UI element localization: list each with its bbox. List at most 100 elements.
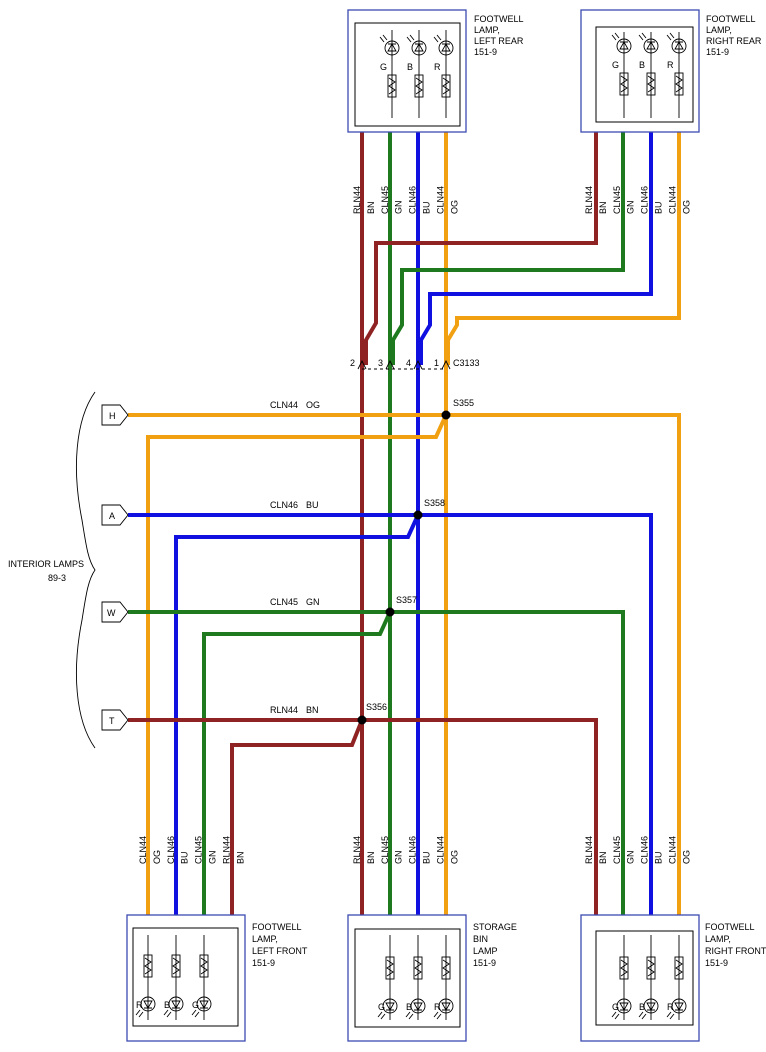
- lamp-storage-bin-name-3: LAMP: [473, 946, 498, 956]
- wire-label-top_right-7: OG: [681, 200, 691, 214]
- lamp-left-front-0-led-icon: [140, 996, 156, 1012]
- connector-pin-2-label: 2: [350, 358, 355, 368]
- lamp-left-front-2-diode-icon: [199, 1000, 209, 1009]
- wire-label-bottom_left-2: CLN46: [166, 836, 176, 864]
- lamp-storage-bin-ref: 151-9: [473, 958, 496, 968]
- bus-og-color: OG: [306, 400, 320, 410]
- lamp-left-rear-1-diode-icon: [414, 43, 424, 52]
- lamp-right-front-ref: 151-9: [705, 958, 728, 968]
- wire-label-bottom_mid-0: RLN44: [352, 836, 362, 864]
- bus-bu-color: BU: [306, 500, 319, 510]
- lamp-storage-bin-name-1: STORAGE: [473, 922, 517, 932]
- wire-label-bottom_mid-3: GN: [394, 851, 404, 865]
- lamp-storage-bin-0-light-arrows-icon: [377, 1011, 386, 1020]
- wire-label-top_left-6: CLN44: [435, 186, 445, 214]
- lamp-left-rear-2-resistor-zigzag-icon: [442, 77, 450, 95]
- lamp-left-rear-inner: [354, 22, 461, 127]
- wire-gn-right-rear: [391, 132, 625, 365]
- lamp-left-front-1-led-icon: [168, 996, 184, 1012]
- connector-pin-1-label: 1: [434, 358, 439, 368]
- connector-pin-4: [413, 359, 423, 370]
- lamp-left-front-name-3: LEFT FRONT: [252, 946, 308, 956]
- lamp-left-rear-2-diode-icon: [441, 43, 451, 52]
- lamp-storage-bin-0-led-icon: [382, 998, 398, 1014]
- lamp-left-rear-0-pin-label: G: [380, 62, 387, 72]
- interior-pin-t: T: [101, 709, 129, 731]
- wire-label-bottom_right-3: GN: [626, 851, 636, 865]
- wire-label-bottom_right-2: CLN45: [612, 836, 622, 864]
- wire-label-top_left-5: BU: [422, 201, 432, 214]
- wire-label-top_left-3: GN: [394, 201, 404, 215]
- splice-s358-dot: [413, 510, 423, 520]
- lamp-right-front-2-resistor-icon: [674, 956, 684, 980]
- lamp-right-front-2-led-icon: [671, 998, 687, 1014]
- lamp-right-rear-2-pin-label: R: [667, 60, 674, 70]
- bus-gn-color: GN: [306, 597, 320, 607]
- connector-pin-2: [357, 359, 367, 370]
- lamp-right-front-1-pin-label: B: [639, 1002, 645, 1012]
- lamp-right-front-name-3: RIGHT FRONT: [705, 946, 766, 956]
- wire-label-top_left-4: CLN46: [408, 186, 418, 214]
- splice-s357-dot: [385, 607, 395, 617]
- wire-bu-right-rear: [419, 132, 653, 365]
- wire-label-top_right-5: BU: [654, 201, 664, 214]
- splice-s357-label: S357: [396, 595, 417, 605]
- lamp-right-rear-2-light-arrows-icon: [666, 32, 675, 41]
- lamp-storage-bin-1-resistor-icon: [413, 956, 423, 980]
- lamp-storage-bin-2-diode-icon: [441, 1002, 451, 1011]
- lamp-right-rear-1-light-arrows-icon: [638, 32, 647, 41]
- lamp-storage-bin-2-resistor-icon: [441, 956, 451, 980]
- wire-label-top_left-7: OG: [449, 200, 459, 214]
- lamp-left-rear-0-resistor-icon: [387, 74, 397, 98]
- lamp-right-rear-1-diode-icon: [646, 41, 656, 50]
- lamp-right-front-name-2: LAMP,: [705, 934, 731, 944]
- lamp-right-rear-1-led-icon: [643, 38, 659, 54]
- pin-t-shape: [101, 709, 129, 731]
- lamp-right-rear-0-resistor-icon: [619, 72, 629, 96]
- pin-a-label: A: [109, 511, 115, 521]
- connector-pin-3-label: 3: [378, 358, 383, 368]
- wire-label-top_right-3: GN: [626, 201, 636, 215]
- interior-pin-a: A: [101, 504, 129, 526]
- lamp-left-front-2-pin-label: G: [192, 1000, 199, 1010]
- lamp-left-front-name-1: FOOTWELL: [252, 922, 302, 932]
- lamp-left-rear-1-pin-label: B: [407, 62, 413, 72]
- lamp-right-rear-ref: 151-9: [706, 47, 729, 57]
- lamp-right-rear-0-light-arrows-icon: [611, 32, 620, 41]
- wires: [128, 130, 681, 915]
- bus-bu-circuit: CLN46: [270, 500, 298, 510]
- lamp-storage-bin-2-light-arrows-icon: [433, 1011, 442, 1020]
- wire-og-right-rear: [446, 132, 681, 365]
- wire-label-top_right-0: RLN44: [584, 186, 594, 214]
- wire-label-bottom_left-4: CLN45: [194, 836, 204, 864]
- wire-label-bottom_left-7: BN: [235, 851, 245, 864]
- lamp-left-front-0-resistor-zigzag-icon: [144, 957, 152, 975]
- lamp-right-front-0-resistor-zigzag-icon: [620, 959, 628, 977]
- lamp-right-rear-0-led-icon: [616, 38, 632, 54]
- lamp-right-rear-name-1: FOOTWELL: [706, 14, 756, 24]
- wire-og-bus: [128, 413, 681, 915]
- lamp-right-front-1-diode-icon: [646, 1002, 656, 1011]
- lamp-right-front-0-resistor-icon: [619, 956, 629, 980]
- lamp-left-front-2-resistor-zigzag-icon: [200, 957, 208, 975]
- lamp-storage-bin-2-led-icon: [438, 998, 454, 1014]
- interior-pin-h: H: [101, 404, 129, 426]
- connector-pin-4-label: 4: [406, 358, 411, 368]
- wire-label-top_left-0: RLN44: [352, 186, 362, 214]
- bus-labels: CLN44 OG CLN46 BU CLN45 GN RLN44 BN: [270, 400, 320, 715]
- lamp-storage-bin-1-pin-label: B: [406, 1002, 412, 1012]
- wire-gn-branch: [202, 611, 392, 915]
- wire-label-bottom_left-3: BU: [180, 851, 190, 864]
- wire-label-top_left-2: CLN45: [380, 186, 390, 214]
- lamp-right-rear-0-pin-label: G: [612, 60, 619, 70]
- lamp-right-rear-0-resistor-zigzag-icon: [620, 75, 628, 93]
- pin-h-shape: [101, 404, 129, 426]
